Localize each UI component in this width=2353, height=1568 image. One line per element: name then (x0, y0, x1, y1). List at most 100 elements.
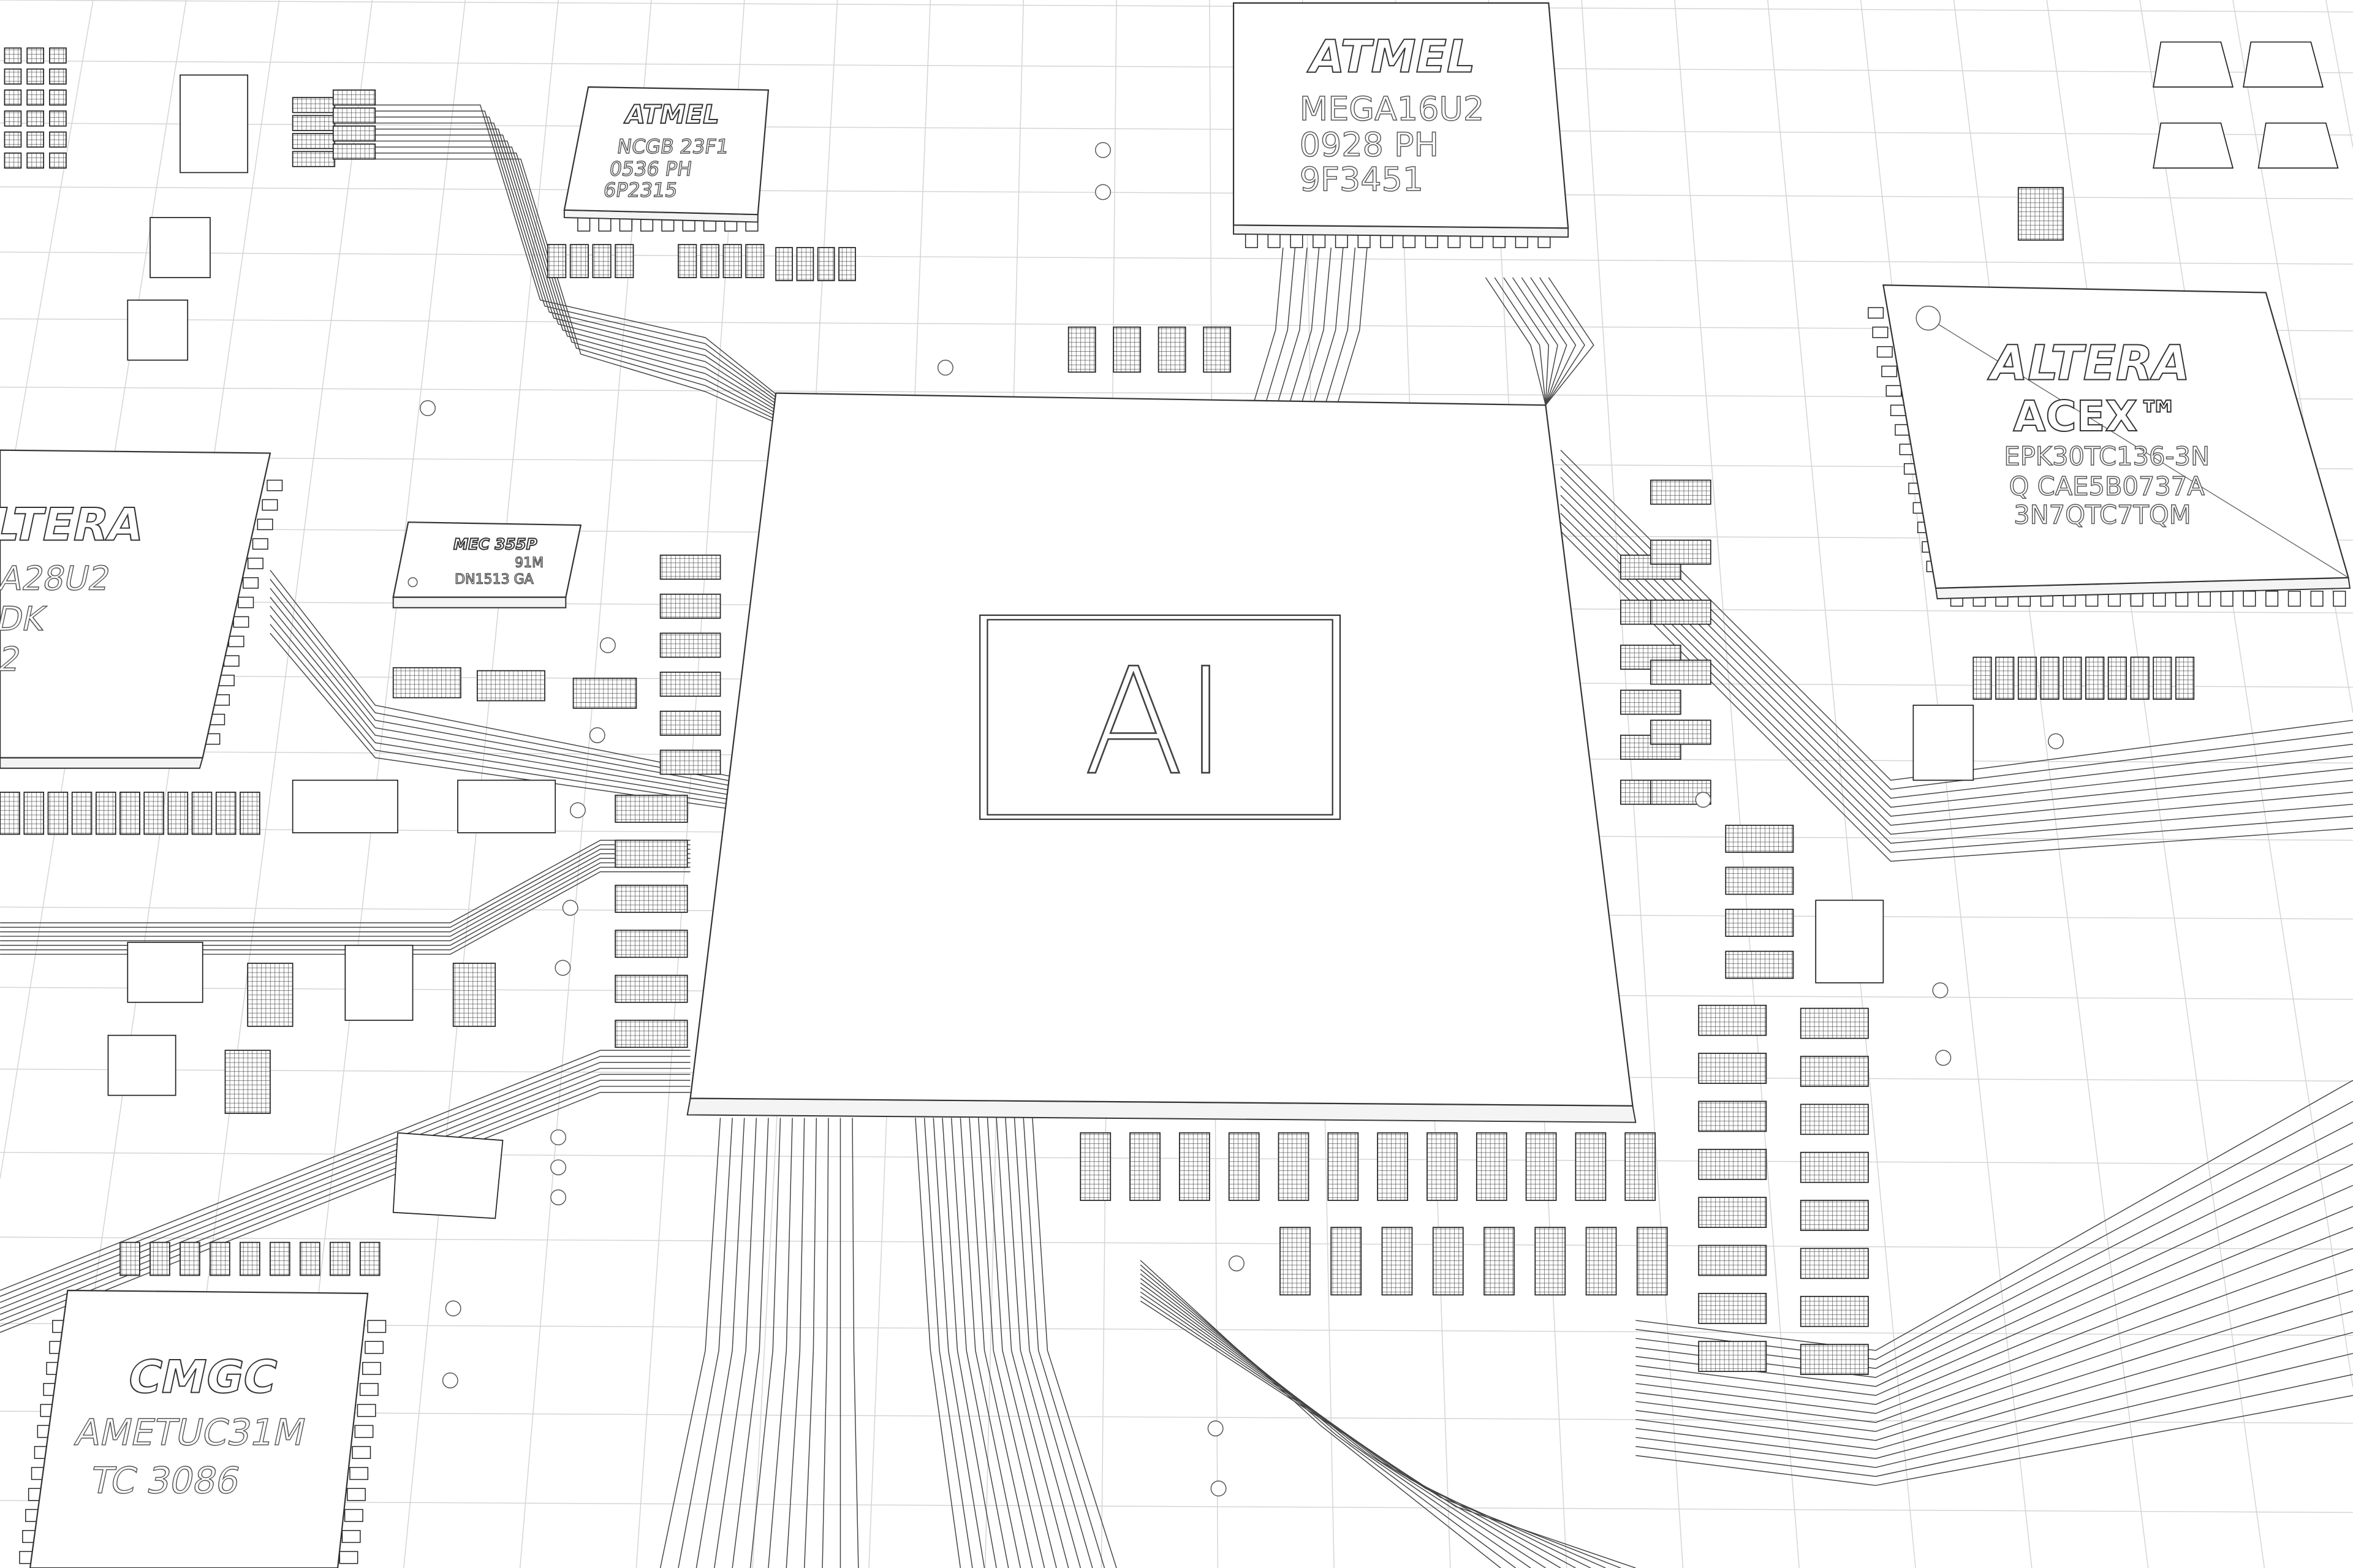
grid-line (0, 0, 94, 539)
smd-component (26, 152, 45, 169)
trace (1635, 1290, 2353, 1441)
trace (1252, 247, 1284, 406)
via (2048, 733, 2064, 749)
trace (1014, 1118, 1093, 1568)
smd-component (1158, 326, 1186, 373)
chip-logo: CMGC (123, 1350, 282, 1403)
chip-line: NCGB 23F1 (616, 135, 730, 158)
smd-component (49, 110, 67, 127)
smd-component (1279, 1227, 1311, 1296)
grid-line (0, 1411, 2353, 1424)
chip-pin (2197, 591, 2211, 607)
grid-line (0, 0, 2353, 13)
smd-component (71, 792, 93, 835)
trace (768, 1118, 793, 1568)
chip-line: 9F3451 (1300, 160, 1423, 199)
chip-line: Q CAE5B0737A (2009, 471, 2205, 501)
smd-component (659, 593, 721, 619)
smd-component (332, 143, 376, 160)
via (442, 1372, 458, 1388)
trace (1140, 1278, 1561, 1568)
chip-sublogo: ACEX™ (2013, 392, 2180, 441)
trace (270, 588, 751, 790)
smd-component (2243, 41, 2324, 88)
via (420, 400, 436, 417)
smd-component (615, 839, 688, 868)
smd-component (332, 107, 376, 124)
main-ai-chip: AI (686, 392, 1637, 1123)
smd-component (392, 1132, 504, 1219)
smd-component (4, 152, 22, 169)
smd-component (23, 792, 45, 835)
smd-component (127, 299, 189, 361)
trace (1140, 1287, 1591, 1568)
trace (270, 615, 751, 803)
trace (749, 1118, 781, 1568)
via (589, 727, 605, 743)
smd-component (1203, 326, 1232, 373)
chip-logo: ATMEL (624, 99, 719, 129)
chip-line: 3N7QTC7TQM (2014, 500, 2191, 530)
trace (1635, 1353, 2353, 1468)
chip-pin (247, 558, 263, 569)
trace (1635, 1080, 2353, 1351)
trace (375, 140, 781, 416)
smd-component (1698, 1053, 1767, 1084)
grid-line (1953, 0, 2149, 1568)
smd-component (191, 792, 213, 835)
smd-component (1725, 909, 1794, 937)
chip-pin (344, 1509, 363, 1522)
chip-pin (598, 217, 612, 232)
trace (1635, 1227, 2353, 1414)
smd-component (615, 244, 634, 278)
via (1228, 1255, 1245, 1271)
smd-component (270, 1241, 290, 1276)
grid-line (2325, 0, 2353, 148)
smd-component (292, 97, 336, 113)
trace (0, 1050, 691, 1291)
chip-line: 0928 PH (1300, 126, 1439, 164)
smd-component (4, 68, 22, 85)
smd-component (49, 131, 67, 148)
smd-component (49, 47, 67, 64)
smd-component (1636, 1227, 1668, 1296)
circuit-traces (0, 104, 2353, 1568)
ai-chip-label: AI (1083, 636, 1227, 808)
chip-line: TC 3086 (86, 1460, 244, 1502)
chip-logo: ALTERA (0, 498, 149, 551)
grid-line (2139, 0, 2353, 1388)
smd-component (49, 152, 67, 169)
chip-line: 3 DK (0, 599, 50, 638)
via (1095, 142, 1111, 158)
trace (0, 871, 691, 955)
chip-pin (339, 1551, 358, 1564)
smd-component (615, 1020, 688, 1048)
via (937, 359, 953, 376)
trace (950, 1118, 1009, 1568)
smd-component (2130, 656, 2150, 700)
smd-component (2085, 656, 2105, 700)
chip-pin (354, 1425, 374, 1438)
smd-components (0, 41, 2346, 1564)
grid-line (0, 1151, 2353, 1165)
grid-line (0, 251, 2353, 265)
smd-component (150, 1241, 170, 1276)
smd-component (592, 244, 612, 278)
smd-component (1800, 1007, 1869, 1039)
smd-component (817, 247, 835, 281)
chip-pin (2265, 591, 2279, 607)
smd-component (1725, 866, 1794, 895)
chip-pin (362, 1362, 381, 1375)
trace (1635, 1248, 2353, 1423)
trace (1560, 494, 2353, 826)
smd-component (2153, 656, 2172, 700)
smd-component (838, 247, 856, 281)
smd-component (745, 244, 765, 278)
smd-component (659, 710, 721, 736)
smd-component (292, 779, 398, 833)
trace (375, 110, 781, 401)
smd-component (1483, 1227, 1515, 1296)
smd-component (1912, 705, 1974, 781)
trace (1023, 1118, 1105, 1568)
